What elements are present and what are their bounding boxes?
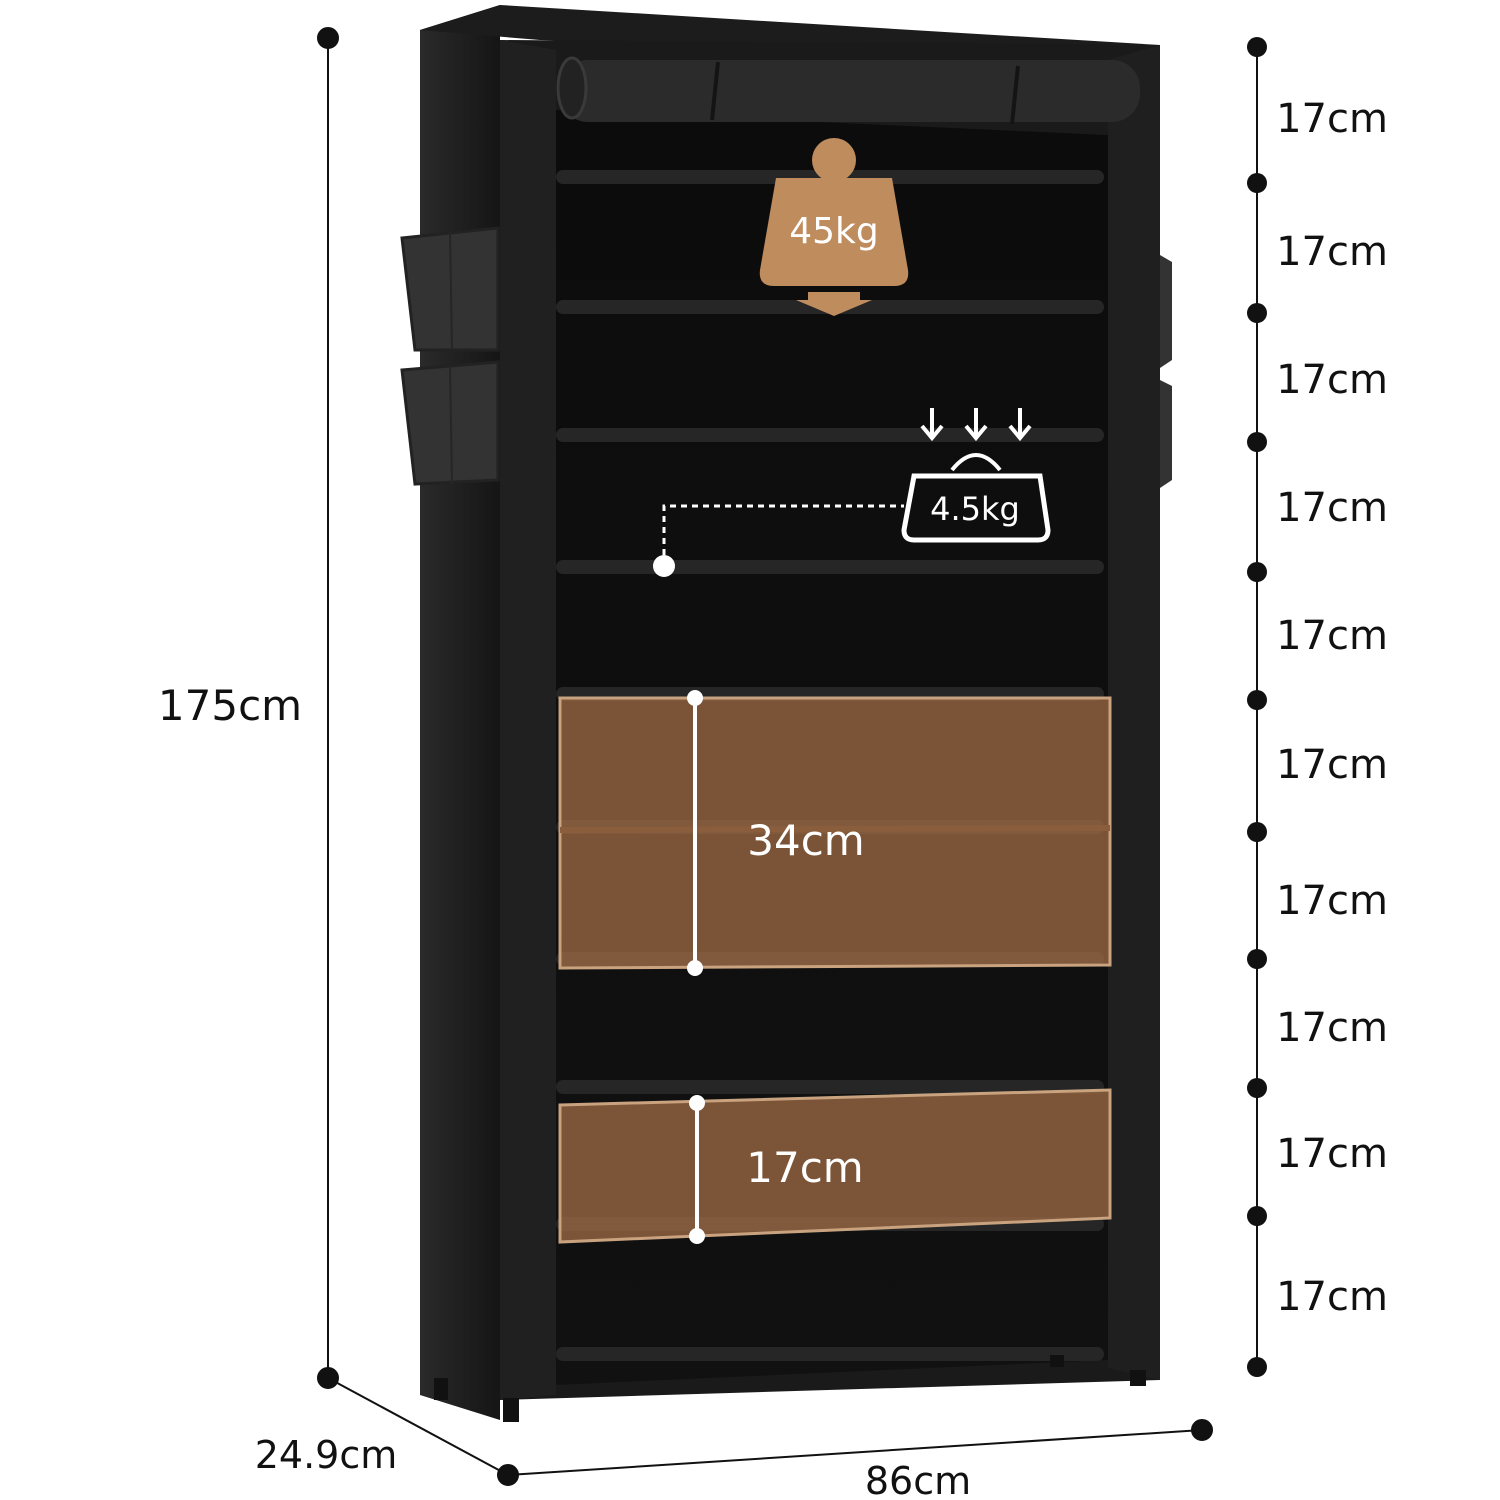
height-dimension <box>317 27 339 1389</box>
tier-spacing-label: 17cm <box>1276 96 1388 142</box>
leader-dot <box>653 555 675 577</box>
double-tier-highlight <box>558 696 1112 970</box>
tier-spacing-ruler: 17cm 17cm 17cm 17cm 17cm 17cm 17cm 17cm 17cm 17cm <box>1247 37 1388 1377</box>
tier-spacing-label: 17cm <box>1276 878 1388 924</box>
rack-left-post <box>500 40 556 1400</box>
ruler-dot <box>1247 432 1267 452</box>
shelf-bar <box>556 560 1104 574</box>
width-dimension <box>507 1419 1213 1476</box>
shelf-bar <box>556 428 1104 442</box>
single-tier-height-label: 17cm <box>746 1143 863 1192</box>
ruler-dot <box>1247 690 1267 710</box>
ruler-dot <box>1247 822 1267 842</box>
ruler-dot <box>1247 1206 1267 1226</box>
tier-spacing-label: 17cm <box>1276 229 1388 275</box>
ruler-dot <box>1247 37 1267 57</box>
tier-spacing-label: 17cm <box>1276 1131 1388 1177</box>
tier-spacing-label: 17cm <box>1276 485 1388 531</box>
rack-foot <box>434 1378 448 1400</box>
down-arrow-icon <box>920 408 1032 442</box>
rack-left-side-panel <box>420 5 500 1420</box>
rack-foot <box>503 1398 519 1422</box>
tier-spacing-label: 17cm <box>1276 1274 1388 1320</box>
leader-line <box>662 504 904 566</box>
weight-45kg-icon: 45kg <box>759 138 909 316</box>
ruler-dot <box>1247 303 1267 323</box>
width-label: 86cm <box>865 1459 971 1500</box>
tier-spacing-label: 17cm <box>1276 613 1388 659</box>
right-side-pockets <box>1160 255 1172 488</box>
left-side-pockets <box>400 226 500 486</box>
ruler-dot <box>1247 173 1267 193</box>
tier-spacing-label: 17cm <box>1276 357 1388 403</box>
tier-spacing-label: 17cm <box>1276 1005 1388 1051</box>
rack-right-post <box>1108 45 1160 1380</box>
shelf-bar <box>556 1080 1104 1094</box>
rack-foot <box>1050 1355 1064 1367</box>
double-tier-dimension <box>687 690 703 976</box>
ruler-dot <box>1247 1078 1267 1098</box>
total-height-label: 175cm <box>158 681 302 730</box>
max-load-per-tier-label: 4.5kg <box>930 490 1020 528</box>
weight-4-5kg-icon <box>901 408 1051 543</box>
max-load-total-label: 45kg <box>789 211 879 252</box>
tier-spacing-label: 17cm <box>1276 742 1388 788</box>
ruler-dot <box>1247 1357 1267 1377</box>
rack-foot <box>1130 1370 1146 1386</box>
double-tier-height-label: 34cm <box>747 816 864 865</box>
depth-label: 24.9cm <box>255 1433 398 1477</box>
shelf-bar <box>556 1347 1104 1361</box>
ruler-dot <box>1247 562 1267 582</box>
single-tier-dimension <box>689 1095 705 1244</box>
ruler-dot <box>1247 949 1267 969</box>
rolled-cover-flap <box>560 60 1140 122</box>
